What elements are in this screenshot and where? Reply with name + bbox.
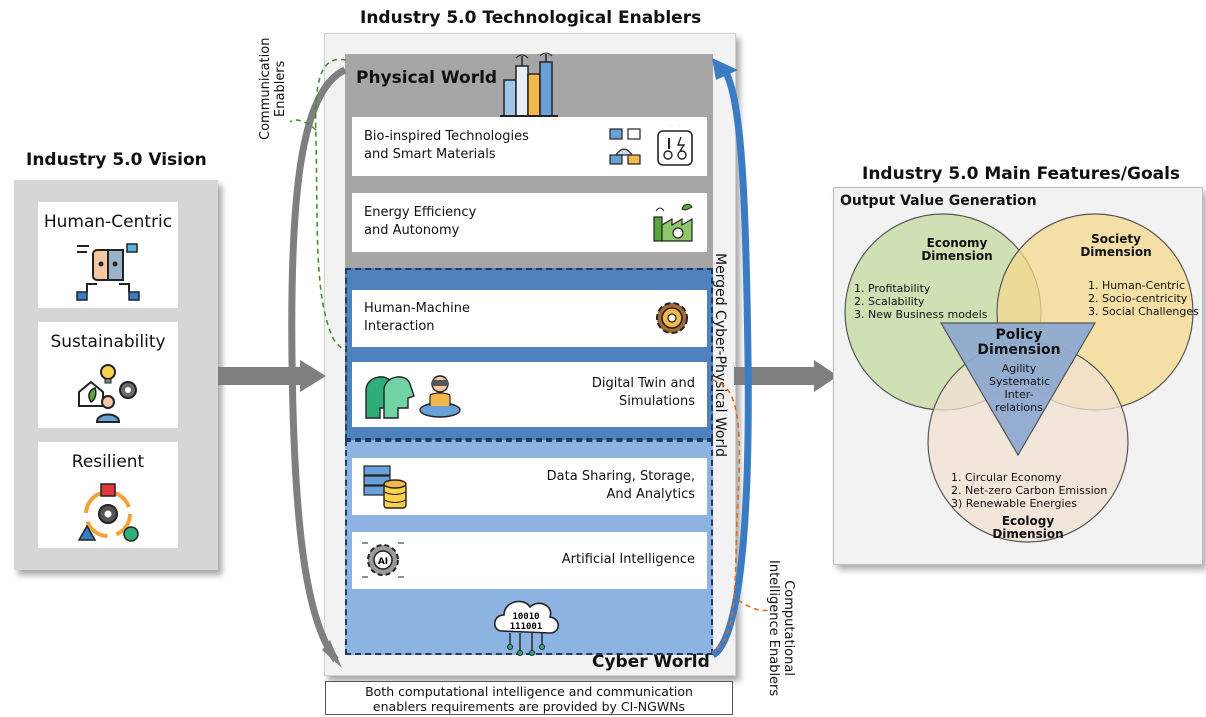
ecology-item: 3) Renewable Energies	[951, 497, 1078, 510]
policy-triangle	[939, 322, 1097, 457]
society-item: 1. Human-Centric	[1088, 279, 1185, 292]
svg-text:AI: AI	[378, 557, 388, 567]
smart-city-icon	[500, 52, 558, 117]
enabler-card-data: Data Sharing, Storage, And Analytics	[352, 458, 707, 515]
human-robot-icon	[76, 243, 140, 301]
policy-item: Systematic	[989, 375, 1051, 388]
physical-to-cyber-arrow	[288, 66, 347, 663]
ai-chip-icon: AI	[362, 542, 404, 578]
vision-label: Resilient	[71, 452, 145, 472]
features-title: Industry 5.0 Main Features/Goals	[862, 164, 1181, 184]
ecology-dimension-title: Ecology Dimension	[992, 514, 1064, 541]
sustainability-icon	[78, 364, 137, 423]
ecology-list: 1. Circular Economy 2. Net-zero Carbon E…	[951, 471, 1107, 510]
economy-dimension-title: Economy Dimension	[921, 236, 993, 263]
physical-world-label: Physical World	[356, 68, 498, 88]
vision-panel: Human-Centric Sustainability Resil	[14, 180, 218, 570]
enabler-text: Human-Machine Interaction	[364, 301, 470, 334]
policy-item: Inter-	[1004, 388, 1034, 401]
society-list: 1. Human-Centric 2. Socio-centricity 3. …	[1088, 279, 1199, 318]
green-factory-icon	[653, 203, 693, 242]
policy-item: Agility	[1001, 362, 1037, 375]
digital-twin-icon	[365, 375, 461, 419]
communication-enablers-label: Communication Enablers	[258, 37, 288, 140]
policy-item: relations	[995, 401, 1043, 414]
ecology-item: 1. Circular Economy	[951, 471, 1062, 484]
cloud-binary-line2: 111001	[510, 622, 543, 632]
computational-enablers-label: Computational Intelligence Enablers	[766, 560, 796, 697]
cyber-world-label: Cyber World	[592, 652, 710, 672]
vision-card-sustainability: Sustainability	[38, 322, 178, 428]
output-value-heading: Output Value Generation	[840, 193, 1037, 209]
economy-item: 1. Profitability	[854, 282, 931, 295]
society-dimension-title: Society Dimension	[1080, 232, 1152, 259]
vision-label: Human-Centric	[43, 212, 173, 232]
economy-item: 2. Scalability	[854, 295, 925, 308]
enabler-card-hmi: Human-Machine Interaction	[352, 290, 707, 347]
vision-to-enablers-arrow	[218, 360, 326, 392]
enabler-text: Digital Twin and Simulations	[591, 376, 695, 409]
cloud-data-icon: 10010 111001	[493, 600, 560, 656]
vision-title: Industry 5.0 Vision	[26, 150, 207, 170]
enabler-text: Bio-inspired Technologies and Smart Mate…	[364, 129, 529, 162]
database-icon	[363, 465, 407, 509]
enabler-text: Artificial Intelligence	[561, 552, 695, 567]
enabler-text: Energy Efficiency and Autonomy	[364, 205, 477, 238]
policy-list: Agility Systematic Inter- relations	[989, 362, 1051, 414]
venn-diagram	[844, 213, 1194, 543]
society-item: 2. Socio-centricity	[1088, 292, 1188, 305]
enabler-text: Data Sharing, Storage, And Analytics	[546, 469, 695, 502]
resilience-cycle-icon	[77, 483, 139, 542]
cyber-to-physical-arrow	[710, 63, 752, 659]
enabler-card-digital-twin: Digital Twin and Simulations	[352, 362, 707, 427]
ci-ngwn-note: Both computational intelligence and comm…	[325, 681, 733, 715]
communication-enablers-brace	[314, 58, 347, 350]
enabler-card-energy: Energy Efficiency and Autonomy	[352, 193, 707, 252]
economy-item: 3. New Business models	[854, 308, 988, 321]
economy-list: 1. Profitability 2. Scalability 3. New B…	[854, 282, 987, 321]
vision-card-human-centric: Human-Centric	[38, 202, 178, 308]
enablers-title: Industry 5.0 Technological Enablers	[360, 8, 702, 28]
enabler-card-ai: Artificial Intelligence AI	[352, 532, 707, 589]
cloud-binary-line1: 10010	[512, 612, 539, 622]
gear-brain-icon	[656, 302, 688, 334]
ecology-item: 2. Net-zero Carbon Emission	[951, 484, 1108, 497]
vision-card-resilient: Resilient	[38, 442, 178, 548]
policy-dimension-title: Policy Dimension	[977, 327, 1061, 358]
vision-label: Sustainability	[50, 332, 166, 352]
society-item: 3. Social Challenges	[1088, 305, 1199, 318]
smart-devices-icon	[609, 125, 693, 166]
enablers-to-features-arrow	[734, 360, 838, 392]
enabler-card-bio-inspired: Bio-inspired Technologies and Smart Mate…	[352, 117, 707, 176]
